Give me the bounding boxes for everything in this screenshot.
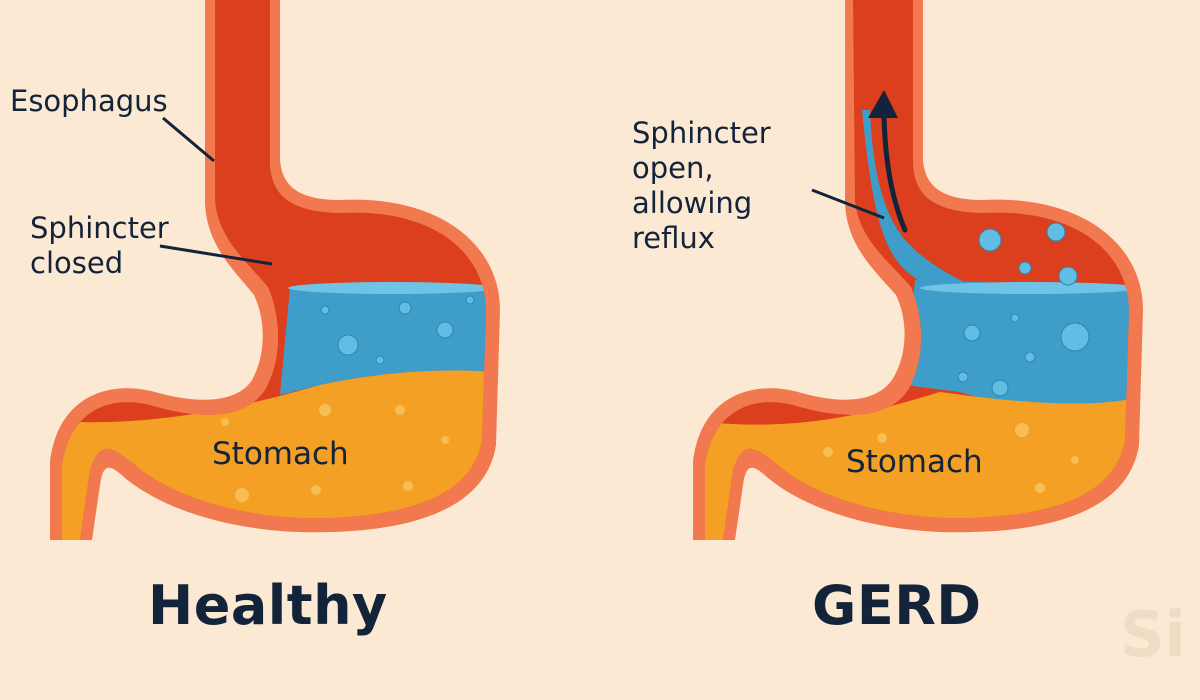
healthy-acid-layer bbox=[280, 282, 486, 395]
gerd-acid-layer bbox=[905, 280, 1129, 406]
gerd-caption: GERD bbox=[812, 574, 982, 637]
reflux-arrow-head bbox=[868, 90, 898, 118]
healthy-stomach bbox=[50, 0, 500, 540]
gerd-stomach bbox=[693, 0, 1143, 540]
esophagus-label: Esophagus bbox=[10, 84, 168, 118]
reflux-arrow-shaft bbox=[881, 112, 908, 233]
gerd-reflux-stream bbox=[862, 110, 970, 300]
healthy-food-bubbles bbox=[221, 404, 449, 502]
esophagus-leader-line bbox=[162, 116, 215, 163]
gerd-sphincter-label: Sphincter open, allowing reflux bbox=[632, 116, 771, 255]
healthy-sphincter-label: Sphincter closed bbox=[30, 211, 169, 280]
healthy-acid-bubbles bbox=[320, 295, 475, 365]
healthy-caption: Healthy bbox=[148, 574, 388, 637]
healthy-sphincter-leader-line bbox=[159, 244, 273, 266]
gerd-acid-bubbles bbox=[957, 222, 1090, 397]
gerd-acid-surface bbox=[920, 282, 1129, 294]
gerd-sphincter-leader-line bbox=[811, 188, 885, 220]
healthy-acid-surface bbox=[288, 282, 486, 294]
healthy-stomach-label: Stomach bbox=[212, 436, 349, 472]
watermark-logo: Si bbox=[1120, 598, 1186, 671]
gerd-stomach-label: Stomach bbox=[846, 444, 983, 480]
